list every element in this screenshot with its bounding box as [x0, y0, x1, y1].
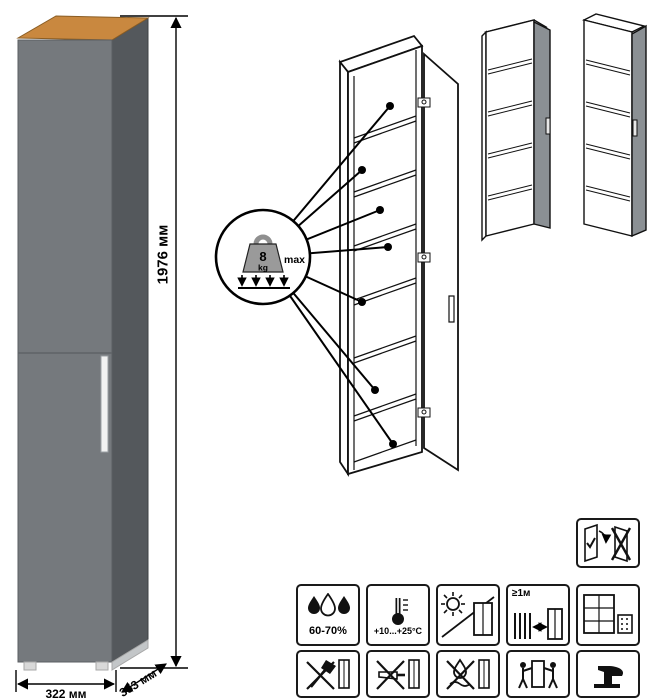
- temperature-label: +10...+25°C: [373, 626, 423, 636]
- shelf-dots: [358, 102, 397, 448]
- height-dimension-label: 1976 мм: [154, 224, 172, 285]
- no-sunlight-icon: [441, 592, 495, 638]
- carry-icon: [518, 660, 558, 689]
- no-wet-icon-box: [436, 650, 500, 698]
- load-value: 8: [259, 249, 266, 264]
- heat-distance-icon-box: ≥1м: [506, 584, 570, 646]
- hinges: [417, 97, 431, 418]
- no-wet-icon: [446, 658, 490, 690]
- door-left-variant: [481, 19, 551, 242]
- load-max-label: max: [284, 254, 305, 266]
- width-dimension-label: 322 мм: [45, 687, 87, 700]
- window-grid-icon: [583, 594, 633, 634]
- anvil-icon: [594, 666, 624, 688]
- door-right-variant: [581, 13, 647, 238]
- humidity-icon-box: 60-70%: [296, 584, 360, 646]
- cabinet-handle: [100, 355, 109, 453]
- temperature-icon-box: +10...+25°C: [366, 584, 430, 646]
- load-arrows: [237, 275, 289, 287]
- open-door: [423, 52, 459, 472]
- cabinet-render: [16, 15, 150, 671]
- door-reversible-icon: [584, 523, 632, 563]
- door-reversible-icon-box: [576, 518, 640, 568]
- no-sunlight-icon-box: [436, 584, 500, 646]
- load-unit: kg: [258, 263, 268, 273]
- window-grid-icon-box: [576, 584, 640, 646]
- humidity-icon: [308, 593, 350, 617]
- width-dimension: [15, 670, 117, 692]
- depth-dimension: [121, 663, 167, 693]
- no-scraper-icon: [376, 659, 420, 690]
- temperature-icon: [392, 598, 408, 625]
- min-distance-label: ≥1м: [512, 588, 531, 599]
- humidity-label: 60-70%: [309, 625, 347, 637]
- no-axe-icon: [306, 659, 350, 690]
- heat-distance-icon: [514, 608, 563, 640]
- exploded-drawing: [338, 34, 459, 477]
- no-axe-icon-box: [296, 650, 360, 698]
- shelf-load-callout: 8 kg max: [214, 208, 312, 306]
- carry-icon-box: [506, 650, 570, 698]
- anvil-icon-box: [576, 650, 640, 698]
- no-scraper-icon-box: [366, 650, 430, 698]
- weight-icon: [253, 234, 273, 245]
